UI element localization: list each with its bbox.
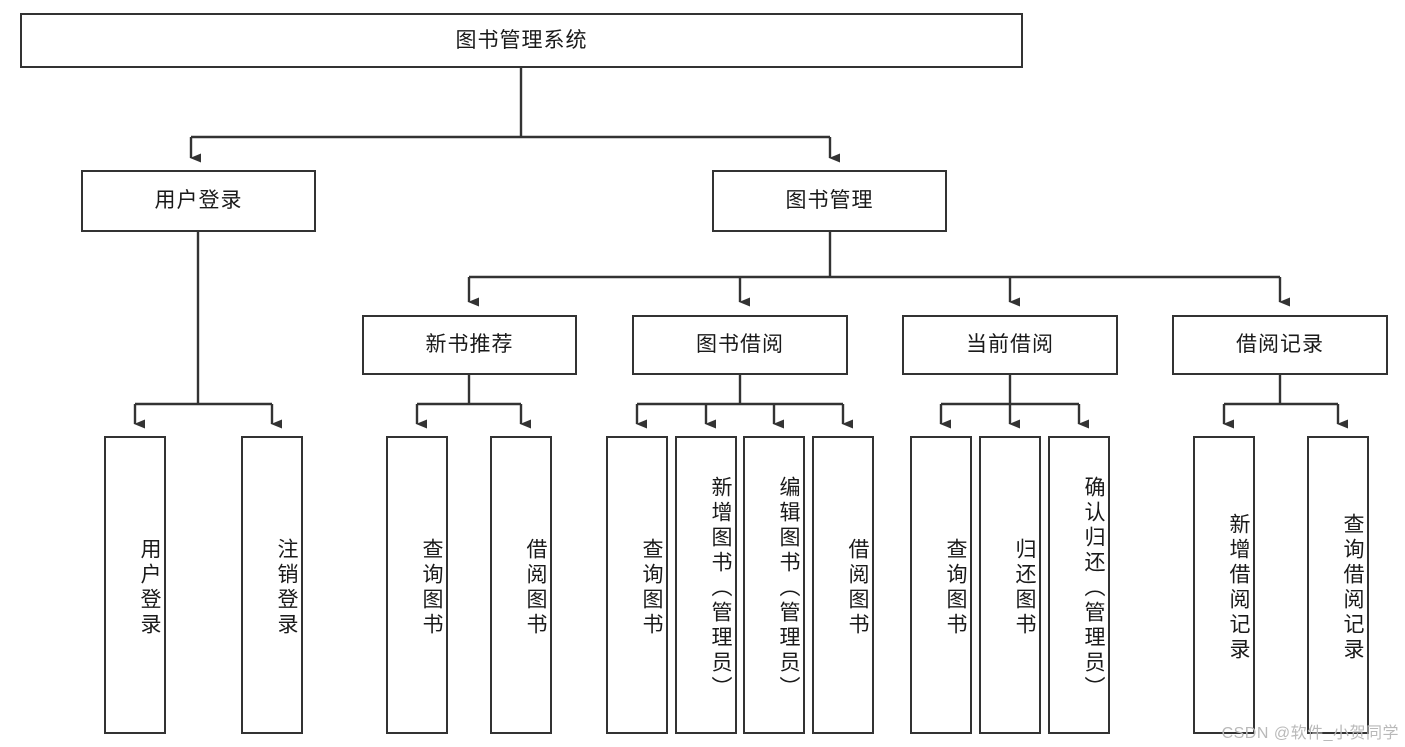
node-current-borrow[interactable]: 当前借阅	[902, 315, 1118, 375]
node-new-book-rec-label: 新书推荐	[425, 333, 514, 357]
node-current-borrow-label: 当前借阅	[966, 333, 1054, 357]
leaf-borrow-book-1[interactable]: 借阅图书	[490, 436, 552, 734]
node-borrow-record[interactable]: 借阅记录	[1172, 315, 1388, 375]
leaf-query-book-3-label: 查询图书	[944, 538, 967, 638]
leaf-borrow-book-1-label: 借阅图书	[524, 538, 547, 638]
leaf-user-login[interactable]: 用户登录	[104, 436, 166, 734]
leaf-query-book-2-label: 查询图书	[640, 538, 663, 638]
leaf-query-book-1[interactable]: 查询图书	[386, 436, 448, 734]
node-user-login-label: 用户登录	[154, 189, 243, 213]
node-borrow-record-label: 借阅记录	[1236, 333, 1324, 357]
node-root[interactable]: 图书管理系统	[20, 13, 1023, 68]
watermark: CSDN @软件_小贺同学	[1221, 725, 1399, 742]
leaf-confirm-return-label: 确认归还（管理员）	[1082, 475, 1105, 701]
leaf-return-book[interactable]: 归还图书	[979, 436, 1041, 734]
node-root-label: 图书管理系统	[455, 28, 588, 52]
leaf-query-record[interactable]: 查询借阅记录	[1307, 436, 1369, 734]
leaf-borrow-book-2[interactable]: 借阅图书	[812, 436, 874, 734]
leaf-query-book-1-label: 查询图书	[420, 538, 443, 638]
leaf-logout[interactable]: 注销登录	[241, 436, 303, 734]
node-book-borrow[interactable]: 图书借阅	[632, 315, 848, 375]
leaf-edit-book-label: 编辑图书（管理员）	[777, 475, 800, 701]
leaf-add-book-label: 新增图书（管理员）	[709, 475, 732, 701]
node-new-book-rec[interactable]: 新书推荐	[362, 315, 577, 375]
leaf-borrow-book-2-label: 借阅图书	[846, 538, 869, 638]
leaf-add-record[interactable]: 新增借阅记录	[1193, 436, 1255, 734]
leaf-add-book[interactable]: 新增图书（管理员）	[675, 436, 737, 734]
leaf-user-login-label: 用户登录	[138, 538, 161, 638]
leaf-return-book-label: 归还图书	[1013, 538, 1036, 638]
leaf-query-book-2[interactable]: 查询图书	[606, 436, 668, 734]
leaf-confirm-return[interactable]: 确认归还（管理员）	[1048, 436, 1110, 734]
leaf-add-record-label: 新增借阅记录	[1227, 513, 1250, 663]
leaf-logout-label: 注销登录	[275, 538, 298, 638]
node-user-login[interactable]: 用户登录	[81, 170, 316, 232]
node-book-borrow-label: 图书借阅	[696, 333, 784, 357]
node-book-manage-label: 图书管理	[785, 189, 874, 213]
leaf-edit-book[interactable]: 编辑图书（管理员）	[743, 436, 805, 734]
node-book-manage[interactable]: 图书管理	[712, 170, 947, 232]
leaf-query-record-label: 查询借阅记录	[1341, 513, 1364, 663]
leaf-query-book-3[interactable]: 查询图书	[910, 436, 972, 734]
